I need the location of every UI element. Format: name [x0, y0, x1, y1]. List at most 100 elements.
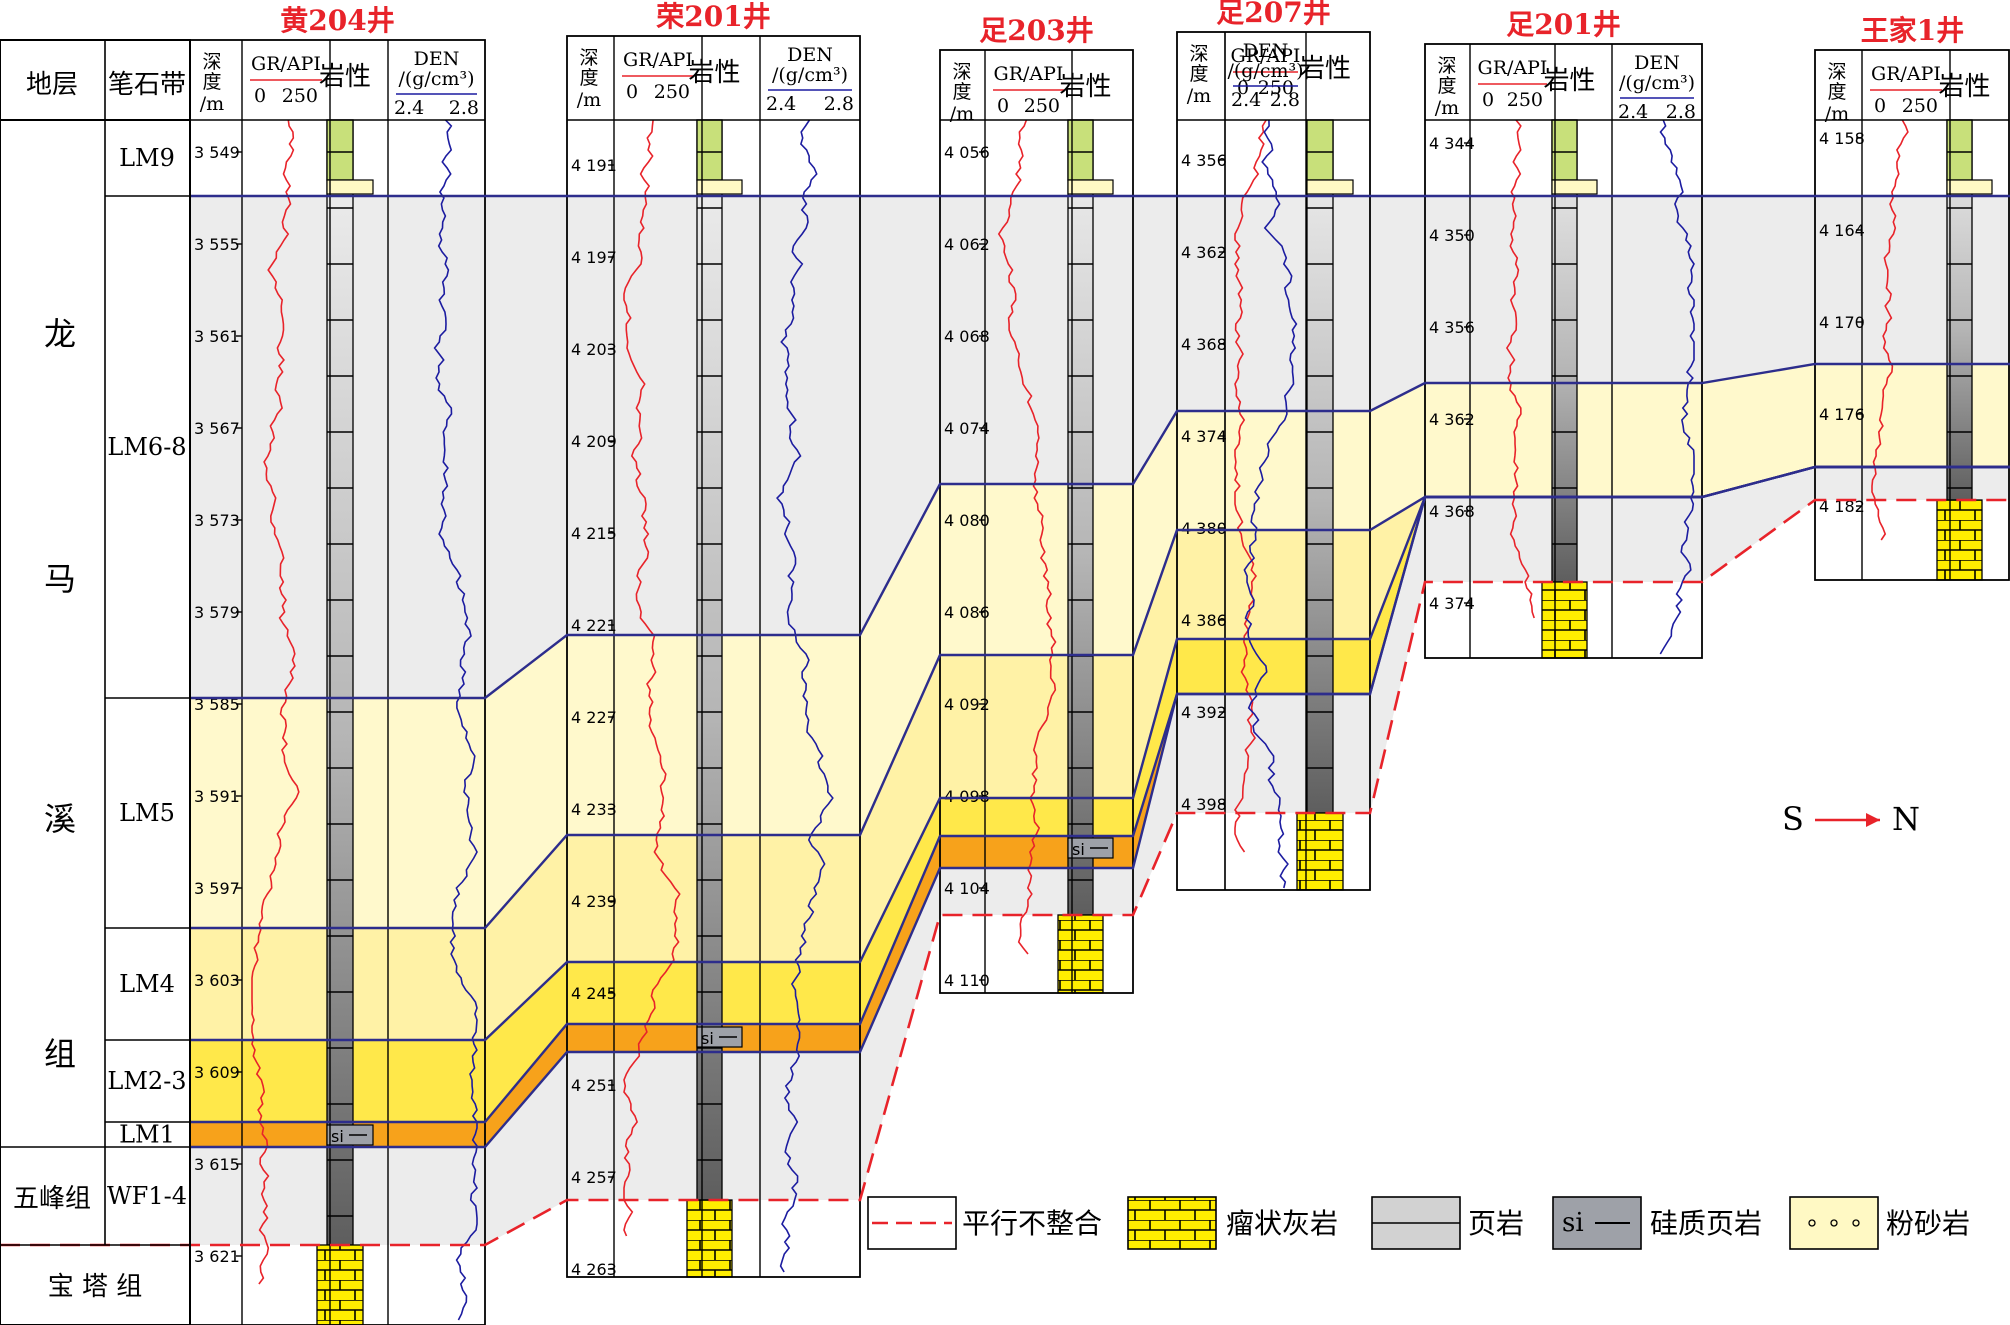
gr-scale-min: 0 — [254, 85, 266, 107]
depth-header: 深 — [1189, 43, 1208, 65]
well-name: 足201井 — [1506, 8, 1620, 41]
well-header-bg — [940, 50, 1133, 120]
zone-label-lm9: LM9 — [119, 144, 175, 172]
depth-header: 度 — [202, 71, 221, 93]
formation-char: 龙 — [44, 315, 76, 353]
legend-label: 页岩 — [1468, 1207, 1524, 1240]
unconformity-line — [0, 498, 2010, 1247]
well-name: 足207井 — [1216, 0, 1330, 29]
depth-tick-label: 4 176 — [1819, 405, 1865, 424]
gr-header: GR/API — [1478, 57, 1548, 79]
depth-tick-label: 4 362 — [1181, 243, 1227, 262]
legend-label: 瘤状灰岩 — [1226, 1207, 1338, 1240]
lm9-shale-cap — [1946, 119, 1973, 181]
gr-header: GR/API — [623, 49, 693, 71]
gr-scale-min: 0 — [626, 81, 638, 103]
den-scale-min: 2.4 — [1231, 89, 1261, 111]
well-header-bg — [1425, 44, 1702, 120]
depth-unit: /m — [1435, 97, 1459, 119]
den-curve — [1659, 119, 1695, 655]
lithology-header: 岩性 — [1543, 66, 1595, 96]
graptolite-header: 笔石带 — [108, 70, 186, 100]
depth-tick-label: 3 603 — [194, 971, 240, 990]
depth-tick-label: 4 374 — [1181, 427, 1227, 446]
gr-scale-min: 0 — [1874, 95, 1886, 117]
shale-column — [1306, 119, 1334, 814]
well-header-bg — [567, 36, 860, 120]
depth-tick-label: 3 561 — [194, 327, 240, 346]
depth-tick-label: 4 221 — [571, 616, 617, 635]
gr-curve — [1871, 119, 1909, 541]
gr-scale-max: 250 — [654, 81, 690, 103]
depth-tick-label: 3 585 — [194, 695, 240, 714]
lithology-header: 岩性 — [1938, 72, 1990, 102]
gr-scale-max: 250 — [1507, 89, 1543, 111]
siltstone-box — [1551, 179, 1598, 195]
depth-tick-label: 4 344 — [1429, 134, 1475, 153]
legend-label: 硅质页岩 — [1650, 1207, 1762, 1240]
depth-tick-label: 4 104 — [944, 879, 990, 898]
depth-tick-label: 4 062 — [944, 235, 990, 254]
depth-tick-label: 4 158 — [1819, 129, 1865, 148]
depth-tick-label: 3 615 — [194, 1155, 240, 1174]
depth-tick-label: 4 191 — [571, 156, 617, 175]
depth-tick-label: 4 086 — [944, 603, 990, 622]
depth-tick-label: 4 398 — [1181, 795, 1227, 814]
silt-dot — [1830, 1219, 1838, 1227]
well-header-bg — [190, 40, 485, 120]
depth-tick-label: 4 209 — [571, 432, 617, 451]
den-curve — [1243, 119, 1298, 889]
den-scale-max: 2.8 — [1666, 101, 1696, 123]
den-scale-max: 2.8 — [449, 97, 479, 119]
well-frame — [1424, 43, 1703, 659]
lm9-shale-cap — [326, 119, 354, 181]
shale-column — [326, 119, 354, 1246]
lithology-header: 岩性 — [688, 58, 740, 88]
depth-tick-label: 4 368 — [1181, 335, 1227, 354]
lithology-header: 岩性 — [1299, 54, 1351, 84]
gr-header: GR/API — [251, 53, 321, 75]
boundary-lm6-8-lm5 — [190, 362, 2010, 700]
depth-tick-label: 4 215 — [571, 524, 617, 543]
depth-tick-label: 4 356 — [1181, 151, 1227, 170]
depth-header: 深 — [579, 47, 598, 69]
strat-frame — [0, 39, 191, 1325]
depth-header: 深 — [202, 51, 221, 73]
den-scale-max: 2.8 — [824, 93, 854, 115]
well-header-bg — [1815, 50, 2010, 120]
depth-tick-label: 4 350 — [1429, 226, 1475, 245]
formation-char: 溪 — [44, 800, 76, 838]
silt-dot — [1852, 1219, 1860, 1227]
depth-tick-label: 4 263 — [571, 1260, 617, 1279]
depth-tick-label: 4 203 — [571, 340, 617, 359]
depth-tick-label: 4 374 — [1429, 594, 1475, 613]
gr-scale-min: 0 — [1237, 77, 1249, 99]
gr-curve — [1505, 119, 1535, 619]
stratum-header: 地层 — [26, 70, 78, 100]
den-header: DEN — [1634, 52, 1680, 74]
lithology-header: 岩性 — [319, 62, 371, 92]
depth-tick-label: 4 239 — [571, 892, 617, 911]
depth-unit: /m — [950, 103, 974, 125]
depth-tick-label: 4 245 — [571, 984, 617, 1003]
well-header-bg — [1177, 32, 1370, 120]
depth-unit: /m — [577, 89, 601, 111]
gr-header: GR/API — [1231, 45, 1301, 67]
depth-tick-label: 4 257 — [571, 1168, 617, 1187]
zone-label-lm1: LM1 — [119, 1121, 175, 1149]
formation-char: 组 — [44, 1035, 76, 1073]
legend-label: 粉砂岩 — [1886, 1207, 1970, 1240]
depth-unit: /m — [1187, 85, 1211, 107]
well-name: 荣201井 — [656, 0, 770, 33]
siliceous-symbol: si — [1072, 840, 1085, 859]
depth-tick-label: 4 251 — [571, 1076, 617, 1095]
den-curve — [776, 119, 834, 1273]
depth-header: 深 — [1827, 61, 1846, 83]
depth-tick-label: 4 182 — [1819, 497, 1865, 516]
depth-tick-label: 4 356 — [1429, 318, 1475, 337]
depth-tick-label: 4 056 — [944, 143, 990, 162]
nodular-limestone — [1296, 812, 1344, 891]
siltstone-box — [1067, 179, 1114, 195]
